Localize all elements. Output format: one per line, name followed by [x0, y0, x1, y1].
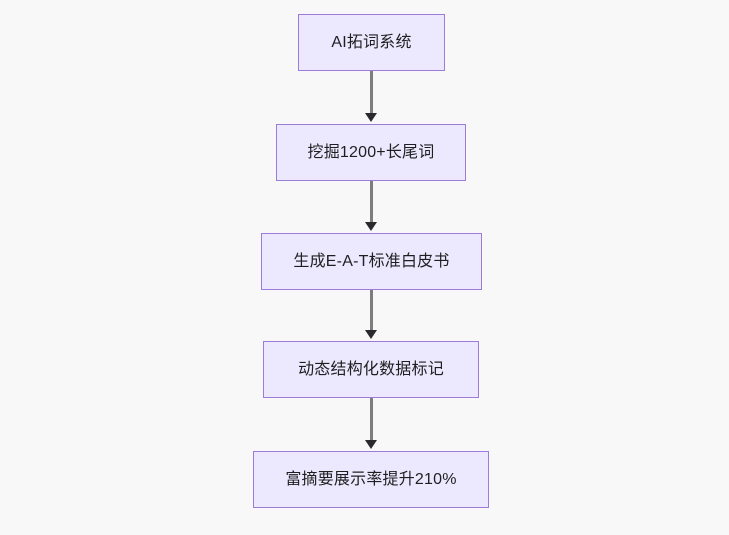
flowchart-node-eat-whitepaper[interactable]: 生成E-A-T标准白皮书 [261, 233, 482, 290]
flowchart-connector-3 [370, 398, 373, 442]
arrow-down-icon [365, 440, 377, 449]
flowchart-node-long-tail-keywords[interactable]: 挖掘1200+长尾词 [276, 124, 466, 181]
flowchart-node-label: 生成E-A-T标准白皮书 [293, 252, 450, 270]
flowchart-node-label: 挖掘1200+长尾词 [307, 143, 435, 161]
flowchart-node-structured-data-markup[interactable]: 动态结构化数据标记 [263, 341, 479, 398]
flowchart-node-ai-keyword-system[interactable]: AI拓词系统 [298, 14, 445, 71]
flowchart-connector-0 [370, 71, 373, 115]
arrow-down-icon [365, 113, 377, 122]
flowchart-node-rich-snippet-result[interactable]: 富摘要展示率提升210% [253, 451, 489, 508]
arrow-down-icon [365, 330, 377, 339]
flowchart-connector-2 [370, 290, 373, 332]
flowchart-connector-1 [370, 181, 373, 224]
flowchart-node-label: AI拓词系统 [331, 33, 412, 51]
flowchart-node-label: 动态结构化数据标记 [298, 360, 444, 378]
arrow-down-icon [365, 222, 377, 231]
flowchart-node-label: 富摘要展示率提升210% [285, 470, 457, 488]
